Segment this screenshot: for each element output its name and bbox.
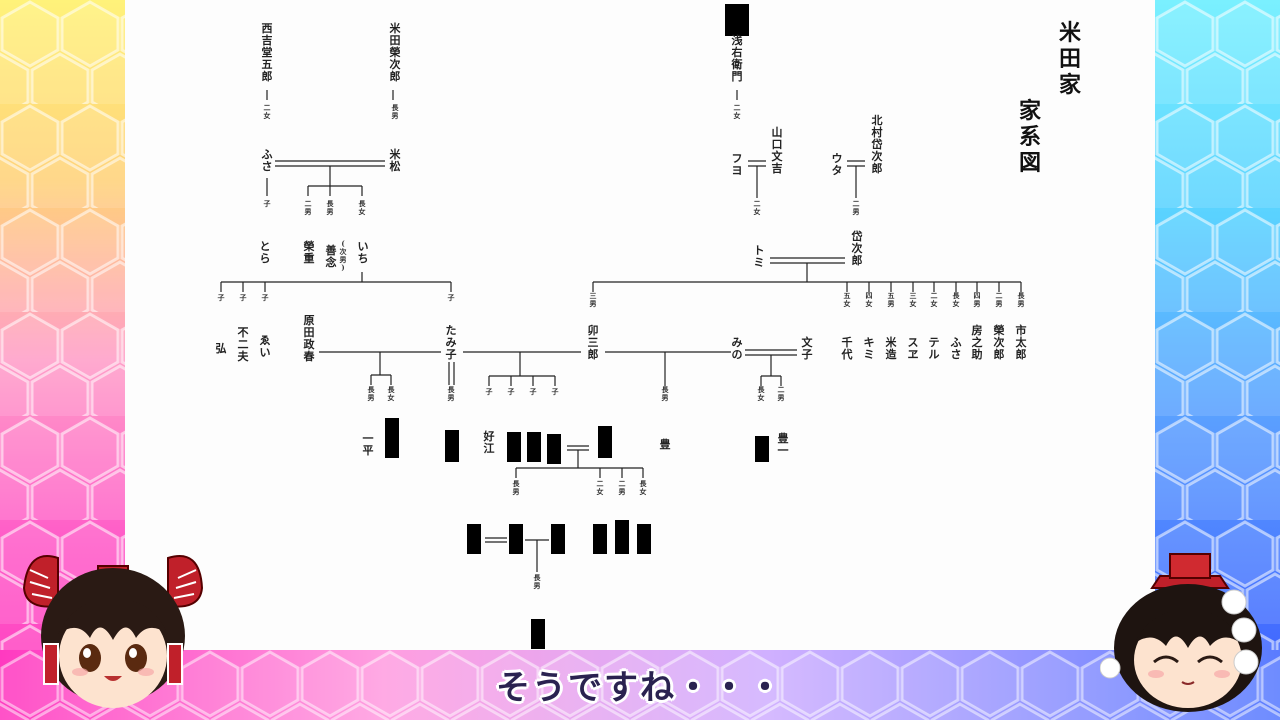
shrine-maiden-character bbox=[1099, 548, 1280, 720]
rel-label: 長男 bbox=[368, 385, 376, 402]
redaction-blocks bbox=[385, 4, 769, 649]
shrine-maiden-illustration bbox=[1099, 553, 1262, 712]
person-tamiko: たみ子 bbox=[446, 324, 457, 361]
rel-label: 二女 bbox=[754, 199, 761, 216]
rel-label: 二女 bbox=[264, 103, 271, 120]
rel-label: 長男 bbox=[513, 479, 521, 496]
rel-label: 二女 bbox=[734, 103, 741, 120]
person-yutaka: 豊 bbox=[660, 437, 671, 451]
rel-label: 二男 bbox=[778, 385, 785, 402]
rel-label: 長女 bbox=[758, 385, 766, 402]
rel-label: 四男 bbox=[974, 291, 981, 308]
family-tree-document: 米田家家系図 西吉堂五郎 米田榮次郎 浅右衛門 山口文吉 北村岱次郎 ふさ 米松… bbox=[125, 0, 1155, 650]
family-tree-diagram: 米田家家系図 西吉堂五郎 米田榮次郎 浅右衛門 山口文吉 北村岱次郎 ふさ 米松… bbox=[216, 4, 1082, 649]
rel-label: 子 bbox=[240, 293, 247, 302]
rel-label: 三男 bbox=[590, 291, 597, 308]
person-yoshinen-note: (次男) bbox=[340, 239, 347, 272]
person-toyokazu: 豊一 bbox=[778, 431, 789, 457]
rel-label: 長男 bbox=[448, 385, 456, 402]
rel-label: 長男 bbox=[662, 385, 670, 402]
rel-label: 五男 bbox=[888, 291, 895, 308]
subtitle-caption: そうですね・・・ bbox=[496, 668, 784, 708]
reimu-illustration bbox=[22, 555, 204, 708]
person-asa-uemon: 浅右衛門 bbox=[731, 33, 743, 83]
rel-label: 子 bbox=[486, 387, 493, 396]
rel-label: 二男 bbox=[996, 291, 1003, 308]
rel-label: 子 bbox=[262, 293, 269, 302]
tree-lines bbox=[220, 90, 1022, 572]
document-title: 米田家家系図 bbox=[1019, 20, 1082, 176]
person-fusa2: ふさ bbox=[951, 336, 962, 361]
person-ichi: いち bbox=[358, 240, 369, 265]
left-honeycomb-panel bbox=[0, 0, 125, 720]
person-ichitaro: 市太郎 bbox=[1015, 323, 1028, 361]
person-mino: みの bbox=[732, 336, 743, 361]
rel-label: 五女 bbox=[844, 291, 851, 308]
rel-label: 長男 bbox=[534, 573, 542, 590]
rel-label: 子 bbox=[530, 387, 537, 396]
person-kimi: キミ bbox=[864, 336, 875, 361]
rel-label: 子 bbox=[508, 387, 515, 396]
rel-label: 長男 bbox=[327, 199, 335, 216]
person-taijiro: 岱次郎 bbox=[851, 229, 863, 267]
rel-label: 長女 bbox=[953, 291, 961, 308]
rel-label: 二男 bbox=[305, 199, 312, 216]
person-ei: ゑい bbox=[260, 334, 271, 359]
person-uta: ウタ bbox=[832, 152, 843, 177]
person-tomi: トミ bbox=[754, 244, 765, 269]
reimu-character bbox=[18, 548, 208, 720]
person-fuyo: フヨ bbox=[732, 152, 743, 177]
rel-label: 二男 bbox=[619, 479, 626, 496]
person-yoneda-eijiro: 米田榮次郎 bbox=[389, 21, 402, 83]
person-eizo: 榮重 bbox=[304, 239, 315, 265]
person-teru: テル bbox=[929, 336, 940, 361]
person-tora: とら bbox=[260, 240, 271, 265]
person-eijiro2: 榮次郎 bbox=[994, 323, 1005, 361]
rel-label: 二女 bbox=[597, 479, 604, 496]
person-yonematsu: 米松 bbox=[389, 147, 402, 173]
rel-label: 四女 bbox=[866, 291, 873, 308]
rel-label: 二男 bbox=[853, 199, 860, 216]
rel-label: 子 bbox=[264, 199, 271, 208]
rel-label: 子 bbox=[448, 293, 455, 302]
rel-label: 子 bbox=[218, 293, 225, 302]
relation-labels: 二女 長男 二女 子 二男 長男 長女 二女 二男 子 子 子 子 三男 五女 … bbox=[218, 103, 1026, 590]
rel-label: 三女 bbox=[910, 291, 917, 308]
person-hiroshi: 弘 bbox=[216, 342, 227, 355]
person-yonezo: 米造 bbox=[885, 335, 898, 361]
person-harada: 原田政春 bbox=[304, 314, 316, 363]
caption-bar bbox=[0, 650, 1280, 720]
rel-label: 二女 bbox=[931, 291, 938, 308]
person-labels: 西吉堂五郎 米田榮次郎 浅右衛門 山口文吉 北村岱次郎 ふさ 米松 フヨ ウタ … bbox=[216, 21, 1028, 457]
honeycomb-pattern-bottom bbox=[0, 650, 1280, 720]
rel-label: 長女 bbox=[640, 479, 648, 496]
person-yamaguchi: 山口文吉 bbox=[772, 125, 784, 175]
rel-label: 長男 bbox=[392, 103, 400, 120]
person-yoshie: 好江 bbox=[483, 429, 495, 455]
person-chiyo: 千代 bbox=[841, 335, 853, 361]
rel-label: 長女 bbox=[388, 385, 396, 402]
rel-label: 子 bbox=[552, 387, 559, 396]
person-fujio: 不二夫 bbox=[238, 326, 250, 363]
person-nishiyoshi: 西吉堂五郎 bbox=[262, 22, 273, 83]
person-yoshinen: 善念 bbox=[325, 243, 338, 269]
person-fusa: ふさ bbox=[262, 148, 273, 173]
person-ippei: 一平 bbox=[363, 432, 374, 457]
person-kitamura: 北村岱次郎 bbox=[871, 113, 883, 175]
rel-label: 長男 bbox=[1018, 291, 1026, 308]
rel-label: 長女 bbox=[359, 199, 367, 216]
person-fumiko: 文子 bbox=[802, 335, 814, 361]
person-sue: スヱ bbox=[908, 336, 919, 361]
person-kanosuke: 房之助 bbox=[972, 323, 983, 361]
person-usaburo: 卯三郎 bbox=[588, 323, 599, 361]
